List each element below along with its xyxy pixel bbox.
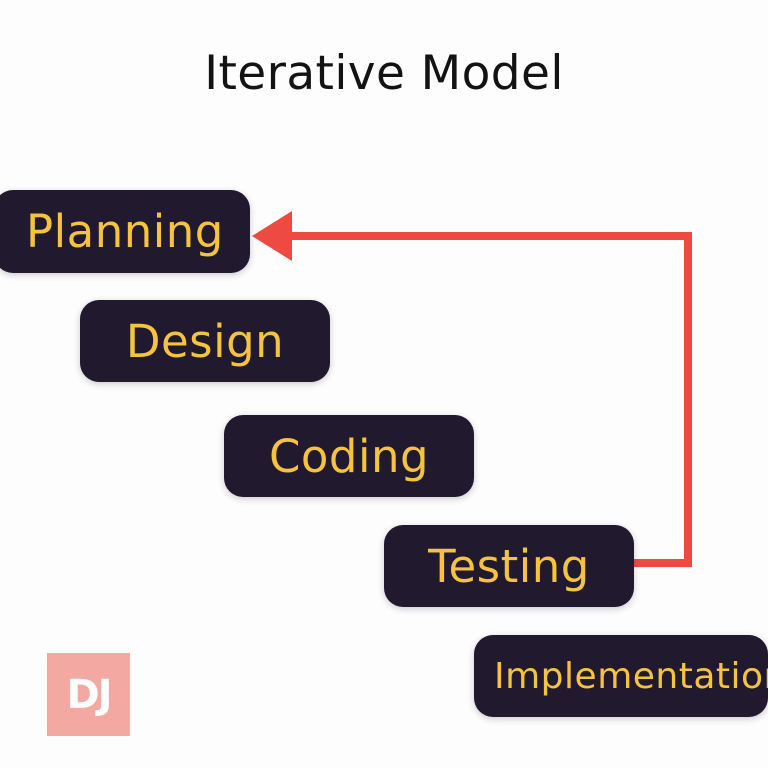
feedback-arrow-head-icon (252, 211, 292, 261)
watermark-logo: DJ (47, 653, 130, 736)
phase-label-design: Design (125, 314, 285, 368)
phase-box-design[interactable]: Design (80, 300, 330, 382)
feedback-arrow-segment-top (288, 232, 692, 240)
feedback-arrow-segment-vertical (684, 232, 692, 567)
phase-box-coding[interactable]: Coding (224, 415, 474, 497)
phase-label-testing: Testing (428, 539, 590, 593)
phase-box-planning[interactable]: Planning (0, 190, 250, 273)
phase-box-implementation[interactable]: Implementation (474, 635, 768, 717)
logo-text: DJ (66, 671, 112, 718)
phase-label-coding: Coding (268, 429, 430, 483)
phase-box-testing[interactable]: Testing (384, 525, 634, 607)
phase-label-planning: Planning (26, 205, 224, 258)
feedback-arrow-segment-bottom (630, 559, 692, 567)
page-title: Iterative Model (204, 46, 564, 101)
phase-label-implementation: Implementation (494, 655, 768, 697)
